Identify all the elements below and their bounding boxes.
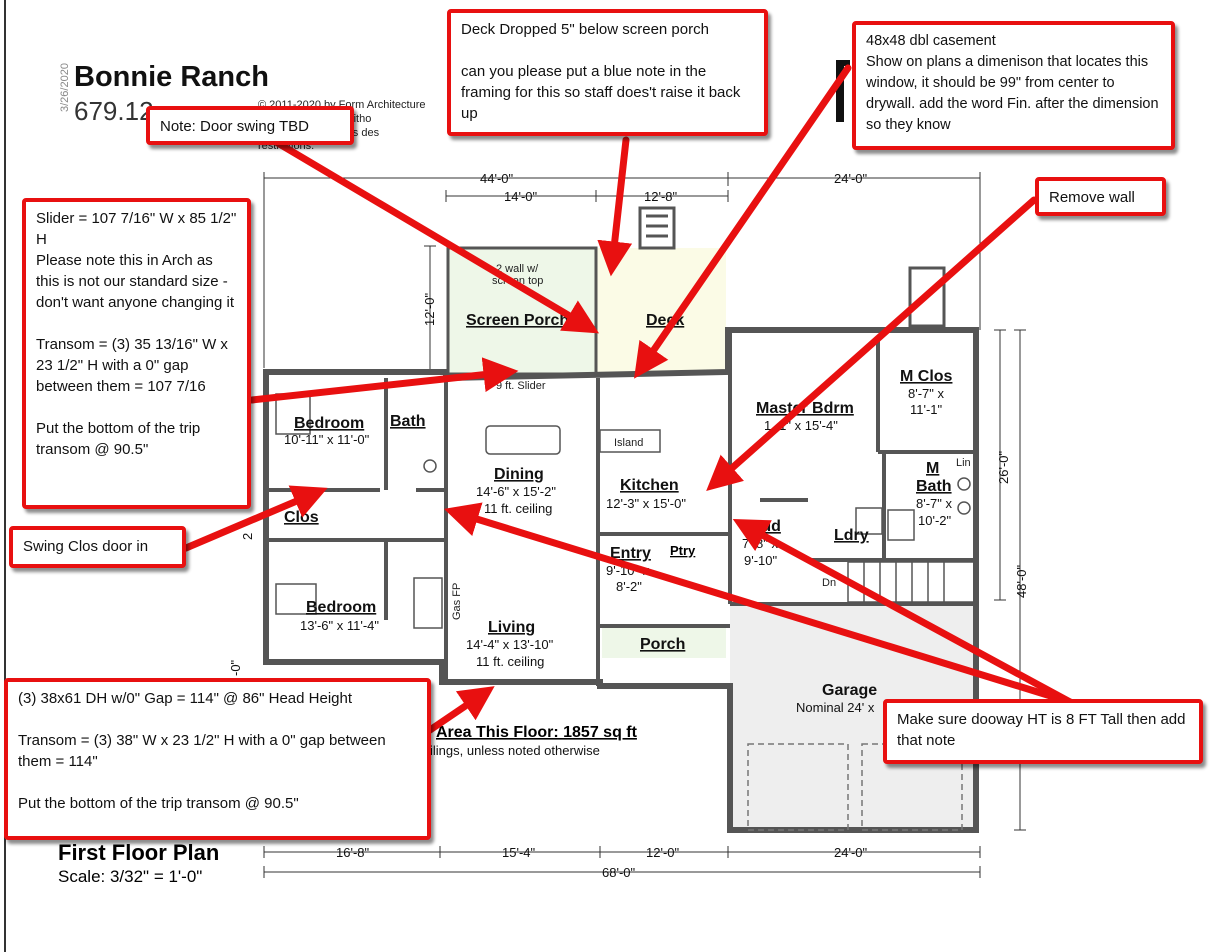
room-kitchen: Kitchen [620,477,679,494]
callout-casement: 48x48 dbl casement Show on plans a dimen… [852,21,1175,150]
dim-side-left-fragment-2: 2 [240,533,255,540]
arrow-door-swing [272,138,600,334]
dim-side-left-fragment: -0" [228,659,243,676]
dim-bottom-12: 12'-0" [646,845,680,860]
room-m-clos: M Clos [900,368,953,385]
room-bedroom-1: Bedroom [294,415,364,432]
arrow-deck [597,136,633,277]
room-m-clos-size-2: 11'-1" [910,402,943,417]
project-title: Bonnie Ranch [74,61,269,93]
arrow-casement [634,64,852,379]
dim-side-12: 12'-0" [422,292,437,326]
room-dining: Dining [494,466,544,483]
arrow-swing-clos [182,485,328,552]
arrow-dh-window [426,686,495,734]
callout-swing-clos: Swing Clos door in [9,526,186,568]
room-ptry: Ptry [670,543,696,558]
dim-side-26: 26'-0" [996,450,1011,484]
dim-bottom-15-4: 15'-4" [502,845,536,860]
dim-bottom-68: 68'-0" [602,865,636,880]
annotation-arrows [182,64,1074,734]
room-bedroom-2-size: 13'-6" x 11'-4" [300,618,379,633]
dim-bottom-16-8: 16'-8" [336,845,370,860]
room-dining-size: 14'-6" x 15'-2" [476,484,556,499]
area-label: Area This Floor: 1857 sq ft [436,724,638,741]
dim-top-44: 44'-0" [480,171,514,186]
room-bath: Bath [390,413,426,430]
room-entry: Entry [610,545,651,562]
dim-bottom-24: 24'-0" [834,845,868,860]
plan-heading: First Floor Plan [58,840,219,865]
room-m-bath-line1: M [926,460,939,477]
dim-top-24: 24'-0" [834,171,868,186]
dim-side-48: 48'-0" [1014,564,1029,598]
room-bedroom-2: Bedroom [306,599,376,616]
arrow-slider [248,357,519,404]
room-screen-porch: Screen Porch [466,312,569,329]
label-island: Island [614,437,643,449]
ceiling-note: ilings, unless noted otherwise [430,743,600,758]
label-gas-fp: Gas FP [451,583,463,620]
deck-fill [596,248,726,374]
callout-slider: Slider = 107 7/16" W x 85 1/2" H Please … [22,198,251,509]
callout-remove-wall: Remove wall [1035,177,1166,216]
callout-dh-window: (3) 38x61 DH w/0" Gap = 114" @ 86" Head … [4,678,431,840]
dim-top-12-8: 12'-8" [644,189,678,204]
arrow-doorway-2 [732,518,1074,706]
room-dining-ceiling: 11 ft. ceiling [484,501,552,516]
label-dn: Dn [822,577,836,589]
room-entry-size-2: 8'-2" [616,579,642,594]
room-living-size: 14'-4" x 13'-10" [466,637,554,652]
room-m-clos-size: 8'-7" x [908,386,944,401]
room-m-bath-size-2: 10'-2" [918,513,952,528]
arrow-remove-wall [706,196,1038,491]
dim-top-14: 14'-0" [504,189,538,204]
bottom-dimension-lines [263,846,981,878]
label-wall-note: 2 wall w/ [496,263,539,275]
callout-doorway-height: Make sure dooway HT is 8 FT Tall then ad… [883,699,1203,764]
label-lin: Lin [956,457,971,469]
fixtures [275,393,971,629]
room-m-bath-line2: Bath [916,478,952,495]
room-kitchen-size: 12'-3" x 15'-0" [606,496,686,511]
room-ldry: Ldry [834,527,869,544]
room-clos: Clos [284,509,319,526]
firm-logo [836,60,850,122]
room-mud-size-2: 9'-10" [744,553,778,568]
room-living: Living [488,619,535,636]
room-porch: Porch [640,636,685,653]
porch-fill [602,628,726,658]
room-m-bath-size: 8'-7" x [916,496,952,511]
room-master-bdrm: Master Bdrm [756,400,854,417]
stairs [847,561,975,603]
plan-scale: Scale: 3/32" = 1'-0" [58,867,202,886]
room-living-ceiling: 11 ft. ceiling [476,654,544,669]
room-garage: Garage [822,682,877,699]
callout-door-swing: Note: Door swing TBD [146,106,354,145]
room-bedroom-1-size: 10'-11" x 11'-0" [284,432,370,447]
arrow-doorway-1 [443,502,1074,706]
callout-deck-dropped: Deck Dropped 5" below screen porch can y… [447,9,768,136]
project-date: 3/26/2020 [59,63,71,112]
label-slider: 9 ft. Slider [496,380,546,392]
project-number: 679.12 [74,96,154,126]
room-garage-size: Nominal 24' x [796,700,875,715]
